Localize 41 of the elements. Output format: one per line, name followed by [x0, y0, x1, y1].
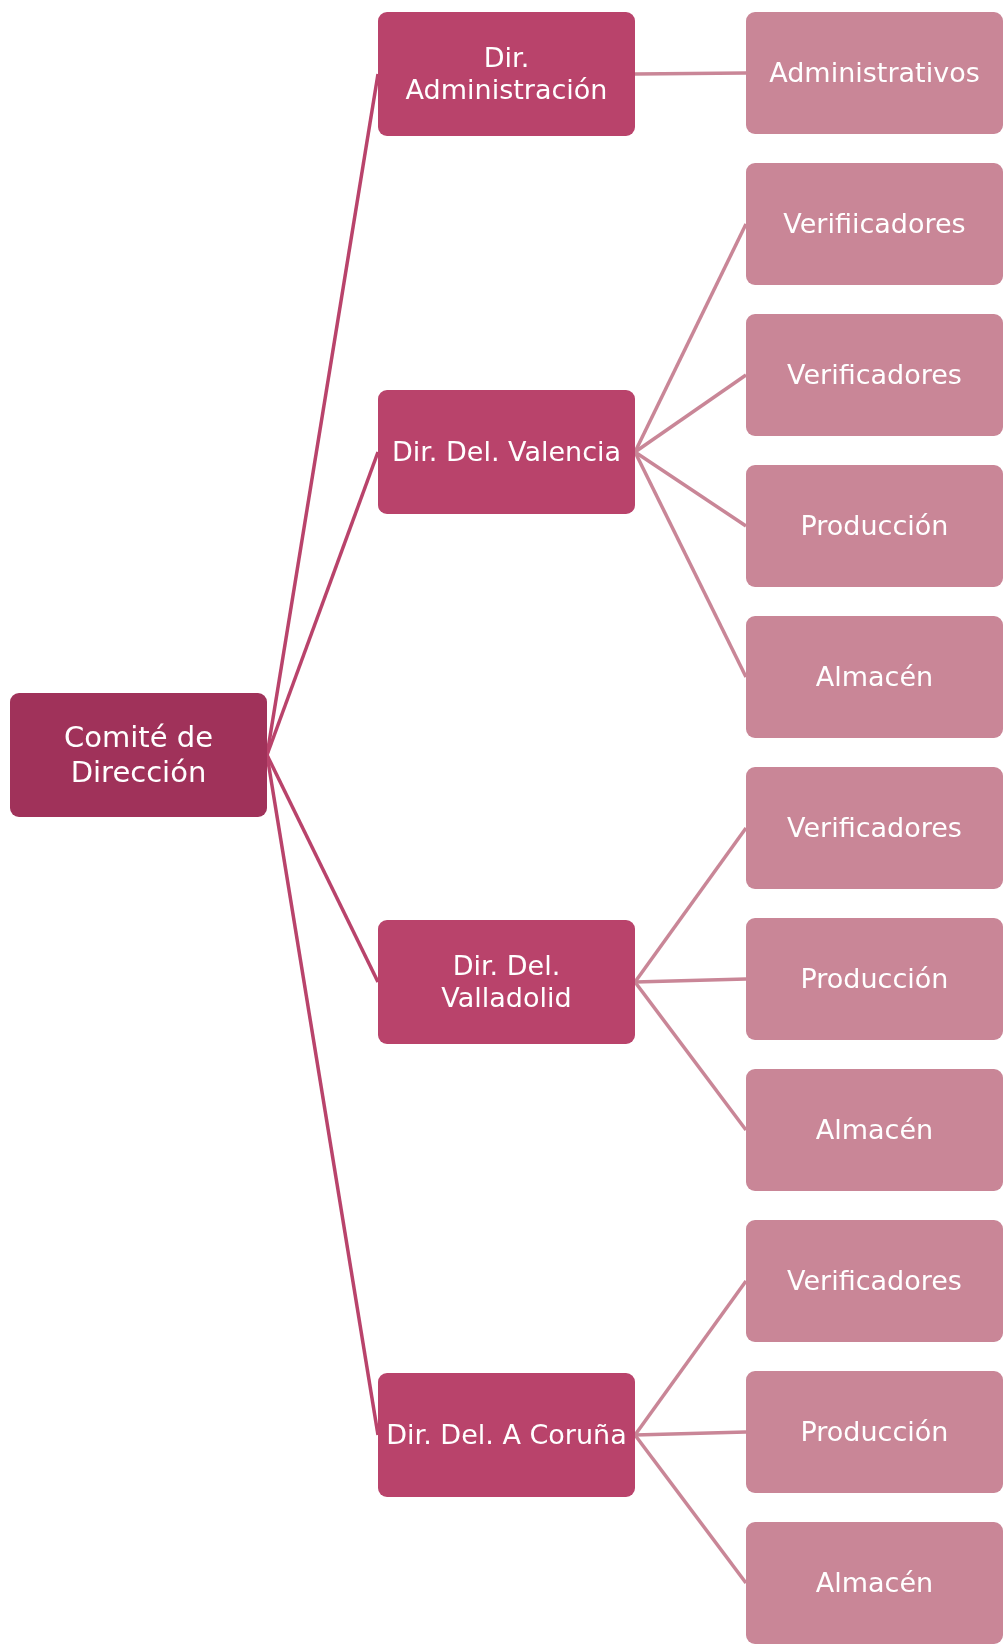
box-label: Verifiicadores	[783, 207, 966, 241]
connector-line	[265, 451, 380, 756]
box-label: Administrativos	[769, 56, 980, 90]
org-box	[746, 1371, 1003, 1493]
org-box	[746, 767, 1003, 889]
org-box	[746, 1069, 1003, 1191]
org-box	[746, 616, 1003, 738]
box-label: Comité de Dirección	[63, 720, 214, 790]
org-box	[378, 1373, 635, 1497]
connector-line	[634, 1430, 747, 1437]
box-label: Almacén	[815, 660, 934, 694]
org-box	[746, 12, 1003, 134]
org-box	[746, 163, 1003, 285]
box-label: Verificadores	[787, 358, 962, 392]
org-box	[10, 693, 267, 817]
box-label: Producción	[800, 1415, 949, 1449]
box-label: Producción	[800, 509, 949, 543]
org-box	[746, 465, 1003, 587]
box-label: Producción	[800, 962, 949, 996]
connector-line	[634, 977, 747, 984]
box-label: Dir. Del. Valencia	[391, 435, 622, 469]
connector-line	[635, 71, 746, 76]
org-box	[746, 1522, 1003, 1644]
org-box	[378, 12, 635, 136]
box-label: Dir. Administración	[404, 41, 609, 107]
connector-line	[633, 980, 748, 1132]
org-box	[746, 1220, 1003, 1342]
org-box	[378, 390, 635, 514]
org-box	[378, 920, 635, 1044]
connector-line	[634, 450, 747, 528]
box-label: Almacén	[815, 1566, 934, 1600]
org-box	[746, 314, 1003, 436]
connector-line	[265, 754, 380, 983]
connector-line	[634, 373, 747, 454]
box-label: Dir. Del. Valladolid	[440, 949, 573, 1015]
box-label: Verificadores	[787, 811, 962, 845]
box-label: Dir. Del. A Coruña	[386, 1418, 627, 1452]
box-label: Almacén	[815, 1113, 934, 1147]
box-label: Verificadores	[787, 1264, 962, 1298]
connector-line	[633, 1433, 748, 1585]
org-box	[746, 918, 1003, 1040]
